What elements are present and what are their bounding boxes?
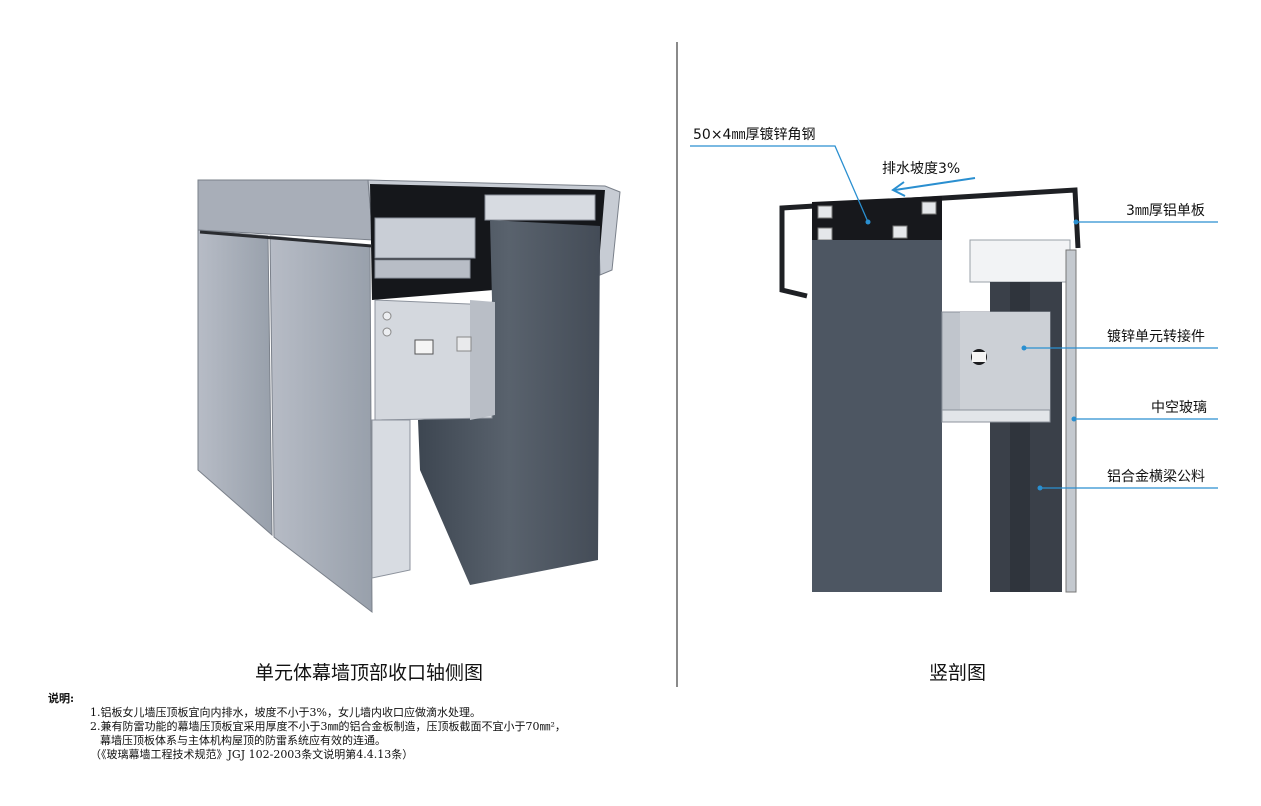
connector-clip [414,339,434,355]
connector-plate [374,299,493,421]
note-item-1: 1.铝板女儿墙压顶板宜向内排水，坡度不小于3%，女儿墙内收口应做滴水处理。 [90,706,481,719]
leader-dot [1037,485,1043,491]
label-transom: 铝合金横梁公料 [1107,469,1205,485]
view-divider [676,42,678,687]
panel-joint [199,230,373,248]
notes-block: 说明: 1.铝板女儿墙压顶板宜向内排水，坡度不小于3%，女儿墙内收口应做滴水处理… [48,692,566,762]
note-reference: （《玻璃幕墙工程技术规范》JGJ 102-2003条文说明第4.4.13条） [90,748,414,761]
drip-return [371,419,411,579]
section-bracket-bottom [941,409,1051,423]
label-connector: 镀锌单元转接件 [1107,329,1205,345]
note-item-2: 2.兼有防雷功能的幕墙压顶板宜采用厚度不小于3㎜的铝合金板制造，压顶板截面不宜小… [90,720,566,733]
section-extrusion [969,239,1071,283]
slope-arrow-head [891,181,906,197]
label-angle-steel: 50×4㎜厚镀锌角钢 [693,127,816,143]
clip-small [892,225,908,239]
connector-clip [456,336,472,352]
coping-top-panel [197,179,374,241]
section-connector-front [960,312,1050,420]
bracket-small [484,194,596,221]
slope-arrow [894,177,976,191]
label-aluminum-panel: 3㎜厚铝单板 [1126,203,1205,219]
concrete-wall [418,220,600,585]
note-item-2-cont: 幕墙压顶板体系与主体机构屋顶的防雷系统应有效的连通。 [100,734,386,747]
front-panel-right [269,235,373,614]
connector-plate-side [470,300,495,420]
section-angle-steel [812,196,942,242]
label-slope: 排水坡度3% [882,161,961,177]
transom-extrusion [374,217,476,259]
clip-small [921,201,937,215]
leader-angle-steel [690,145,869,223]
transom-extrusion-lower [374,259,471,279]
bolt [382,327,392,337]
label-hollow-glass: 中空玻璃 [1151,400,1207,416]
leader-dot [1021,345,1027,351]
notes-title: 说明: [48,692,75,705]
front-panel-left [197,229,273,537]
bolt [382,311,392,321]
section-glass [1065,249,1077,593]
section-bolt-cap [972,352,986,362]
section-coping [779,187,1081,299]
right-caption: 竖剖图 [929,662,987,684]
clip-small [817,227,833,241]
leader-dot [865,219,871,225]
leader-dot [1073,219,1079,225]
clip-small [817,205,833,219]
left-caption: 单元体幕墙顶部收口轴侧图 [255,662,484,684]
section-concrete [812,240,942,592]
leader-dot [1071,416,1077,422]
